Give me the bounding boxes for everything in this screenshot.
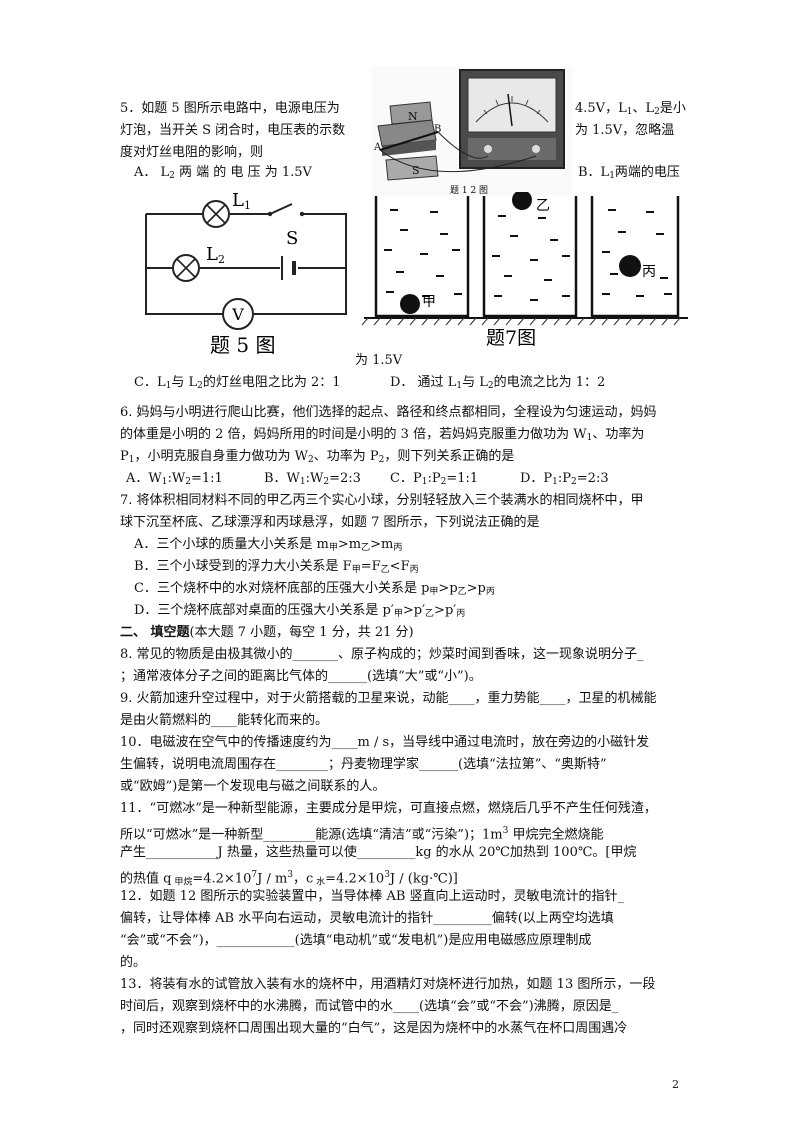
- ball-bing-label: 丙: [642, 264, 656, 280]
- q13-line3: ，同时还观察到烧杯口周围出现大量的“白气”，这是因为烧杯中的水蒸气在杯口周围遇冷: [120, 1021, 628, 1036]
- q8-line1: 8. 常见的物质是由极其微小的_______、原子构成的；炒菜时闻到香味，这一现…: [120, 647, 644, 662]
- q5-option-b: B．L1两端的电压: [578, 165, 680, 181]
- label-b: B: [434, 124, 441, 135]
- q5-option-a: A． L2 两 端 的 电 压 为 1.5V: [134, 165, 312, 181]
- q5-line2-right: 为 1.5V，忽略温: [575, 123, 675, 138]
- q12-line2: 偏转，让导体棒 AB 水平向右运动，灵敏电流计的指针_________偏转(以上…: [120, 911, 614, 926]
- q10-line3: 或“欧姆”)是第一个发现电与磁之间联系的人。: [120, 779, 386, 794]
- q5-option-c: C．L1与 L2的灯丝电阻之比为 2：1: [134, 375, 341, 391]
- q11-line2: 所以“可燃冰”是一种新型________能源(选填“清洁”或“污染”)；1m3 …: [120, 826, 604, 843]
- q8-line2: ；通常液体分子之间的距离比气体的______(选填“大”或“小”)。: [120, 669, 482, 684]
- section-2-heading: 二、 填空题(本大题 7 小题，每空 1 分，共 21 分): [120, 625, 414, 640]
- label-s-magnet: S: [412, 164, 420, 177]
- q5-line1: 5．如题 5 图所示电路中，电源电压为: [120, 101, 340, 116]
- ball-yi-label: 乙: [536, 198, 550, 214]
- ball-bing: [619, 255, 641, 277]
- q5-line1-right: 4.5V，L1、L2是小: [575, 101, 686, 117]
- q7-line2: 球下沉至杯底、乙球漂浮和丙球悬浮，如题 7 图所示，下列说法正确的是: [120, 515, 540, 530]
- q7-option-d: D．三个烧杯底部对桌面的压强大小关系是 p′甲>p′乙>p′丙: [134, 603, 466, 619]
- q6-line1: 6. 妈妈与小明进行爬山比赛，他们选择的起点、路径和终点都相同，全程设为匀速运动…: [120, 405, 657, 420]
- figure-12-caption: 题 1 2 图: [450, 185, 488, 196]
- q6-line3: P1，小明克服自身重力做功为 W2、功率为 P2，则下列关系正确的是: [120, 449, 515, 465]
- voltmeter-icon: [222, 298, 254, 330]
- label-a: A: [373, 142, 382, 153]
- q12-line3: “会”或“不会”)，____________(选填“电动机”或“发电机”)是应用…: [120, 933, 592, 948]
- ball-yi: [512, 192, 532, 210]
- label-l1-sub: 1: [244, 199, 251, 212]
- figure-12-apparatus: N S A B 题 1 2 图: [372, 66, 572, 196]
- beaker-2: [482, 196, 578, 318]
- q10-line2: 生偏转，说明电流周围存在________；丹麦物理学家______(选填“法拉第…: [120, 757, 607, 772]
- figure-7-beakers: 甲 乙 丙 题7图: [361, 192, 688, 348]
- beaker-1: [374, 196, 470, 318]
- q6-option-c: C．P1:P2=1:1: [390, 471, 479, 487]
- figure-5-circuit: V L 1 L 2 S 题 5 图: [145, 190, 347, 357]
- label-l2-sub: 2: [218, 253, 225, 266]
- q10-line1: 10．电磁波在空气中的传播速度约为____m / s，当导线中通过电流时，放在旁…: [120, 735, 650, 750]
- label-l2: L: [206, 244, 218, 265]
- q6-option-b: B．W1:W2=2:3: [264, 471, 361, 487]
- q7-option-a: A．三个小球的质量大小关系是 m甲>m乙>m丙: [134, 537, 403, 553]
- q5-option-d: D． 通过 L1与 L2的电流之比为 1：2: [390, 375, 606, 391]
- q13-line1: 13．将装有水的试管放入装有水的烧杯中，用酒精灯对烧杯进行加热，如题 13 图所…: [120, 977, 656, 992]
- ball-jia-label: 甲: [422, 294, 436, 310]
- label-n: N: [408, 110, 418, 123]
- q12-line4: 的。: [120, 955, 147, 970]
- q13-line2: 时间后，观察到烧杯中的水沸腾，而试管中的水____(选填“会”或“不会”)沸腾，…: [120, 999, 619, 1014]
- q5-line3: 度对灯丝电阻的影响，则: [120, 145, 264, 160]
- label-l1: L: [232, 190, 244, 211]
- q5-line2: 灯泡，当开关 S 闭合时，电压表的示数: [120, 123, 346, 138]
- q11-line1: 11．“可燃冰”是一种新型能源，主要成分是甲烷，可直接点燃，燃烧后几乎不产生任何…: [120, 801, 657, 816]
- q6-line2: 的体重是小明的 2 倍，妈妈所用的时间是小明的 3 倍，若妈妈克服重力做功为 W…: [120, 427, 645, 443]
- q12-line1: 12．如题 12 图所示的实验装置中，当导体棒 AB 竖直向上运动时，灵敏电流计…: [120, 889, 625, 904]
- q9-line2: 是由火箭燃料的____能转化而来的。: [120, 713, 329, 728]
- label-s: S: [286, 228, 298, 249]
- figure-5-caption: 题 5 图: [210, 333, 275, 357]
- q11-line3: 产生___________J 热量，这些热量可以使_________kg 的水从…: [120, 845, 637, 860]
- page-number: 2: [672, 1078, 679, 1091]
- q11-line4: 的热值 q 甲烷=4.2×107J / m3，c 水=4.2×103J / (k…: [120, 870, 458, 888]
- q7-line1: 7. 将体积相同材料不同的甲乙丙三个实心小球，分别轻轻放入三个装满水的相同烧杯中…: [120, 493, 644, 508]
- q7-option-b: B．三个小球受到的浮力大小关系是 F甲=F乙<F丙: [134, 559, 419, 575]
- beaker-3: [590, 196, 680, 318]
- ball-jia: [400, 294, 420, 314]
- q6-option-d: D．P1:P2=2:3: [520, 471, 609, 487]
- q6-option-a: A．W1:W2=1:1: [126, 471, 223, 487]
- q9-line1: 9. 火箭加速升空过程中，对于火箭搭载的卫星来说，动能____，重力势能____…: [120, 691, 657, 706]
- voltmeter-label: V: [231, 305, 244, 324]
- figure-7-caption: 题7图: [486, 327, 536, 348]
- q7-option-c: C．三个烧杯中的水对烧杯底部的压强大小关系是 p甲>p乙>p丙: [134, 581, 495, 597]
- conductor-ab: [379, 131, 439, 151]
- q5-option-b-cont: 为 1.5V: [355, 353, 403, 368]
